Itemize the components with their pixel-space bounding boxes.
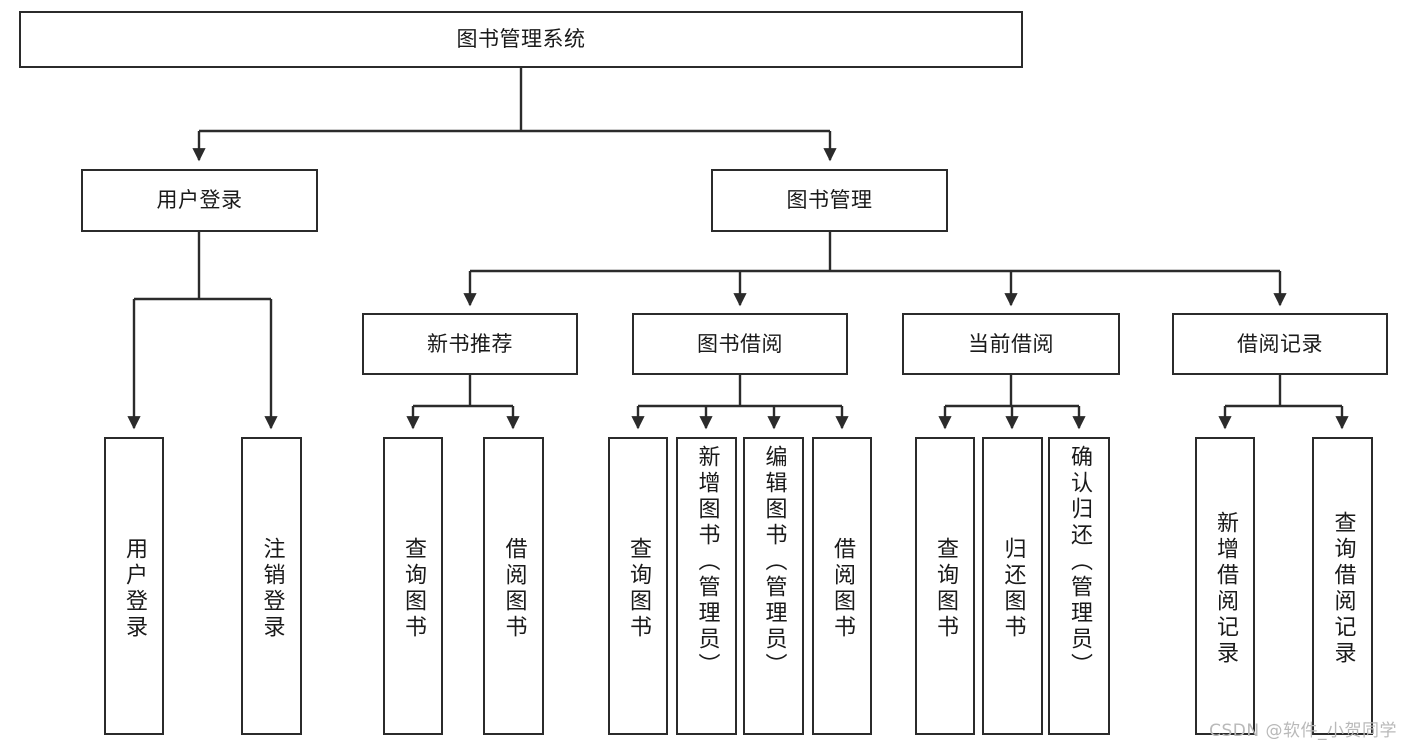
node-label: 归还图书 [1000, 537, 1026, 641]
node-label: 编辑图书（管理员） [761, 445, 787, 679]
node-label: 图书借阅 [697, 331, 783, 356]
node-label: 用户登录 [122, 537, 147, 641]
node-book-management[interactable]: 图书管理 [711, 169, 948, 232]
node-label: 新增图书（管理员） [694, 445, 720, 679]
leaf-book-borrow-borrow-book[interactable]: 借阅图书 [812, 437, 872, 735]
leaf-new-book-borrow-book[interactable]: 借阅图书 [483, 437, 544, 735]
node-label: 当前借阅 [968, 331, 1054, 356]
csdn-watermark: CSDN @软件_小贺同学 [1209, 721, 1397, 741]
node-borrow-record[interactable]: 借阅记录 [1172, 313, 1388, 375]
node-root-book-management-system[interactable]: 图书管理系统 [19, 11, 1023, 68]
leaf-book-borrow-query-book[interactable]: 查询图书 [608, 437, 668, 735]
node-label: 借阅图书 [830, 537, 855, 641]
leaf-borrow-record-add-record[interactable]: 新增借阅记录 [1195, 437, 1255, 735]
node-label: 注销登录 [259, 537, 285, 641]
node-label: 查询图书 [401, 537, 426, 641]
leaf-current-borrow-query-book[interactable]: 查询图书 [915, 437, 975, 735]
leaf-new-book-query-book[interactable]: 查询图书 [383, 437, 443, 735]
node-label: 确认归还（管理员） [1067, 445, 1092, 679]
node-label: 借阅记录 [1237, 331, 1323, 356]
node-label: 图书管理 [786, 188, 873, 213]
leaf-book-borrow-edit-book-admin[interactable]: 编辑图书（管理员） [743, 437, 804, 735]
node-label: 查询图书 [933, 537, 958, 641]
node-label: 图书管理系统 [456, 27, 586, 52]
node-label: 用户登录 [156, 188, 243, 213]
node-label: 新增借阅记录 [1213, 511, 1238, 667]
leaf-book-borrow-add-book-admin[interactable]: 新增图书（管理员） [676, 437, 737, 735]
leaf-user-login-login[interactable]: 用户登录 [104, 437, 164, 735]
leaf-current-borrow-confirm-return-admin[interactable]: 确认归还（管理员） [1048, 437, 1110, 735]
node-label: 新书推荐 [427, 331, 513, 356]
leaf-borrow-record-query-record[interactable]: 查询借阅记录 [1312, 437, 1373, 735]
node-book-borrow[interactable]: 图书借阅 [632, 313, 848, 375]
node-user-login[interactable]: 用户登录 [81, 169, 318, 232]
leaf-user-login-logout[interactable]: 注销登录 [241, 437, 302, 735]
node-new-book-recommend[interactable]: 新书推荐 [362, 313, 578, 375]
leaf-current-borrow-return-book[interactable]: 归还图书 [982, 437, 1043, 735]
node-label: 查询图书 [626, 537, 651, 641]
node-label: 借阅图书 [501, 537, 527, 641]
node-current-borrow[interactable]: 当前借阅 [902, 313, 1120, 375]
node-label: 查询借阅记录 [1330, 511, 1356, 667]
